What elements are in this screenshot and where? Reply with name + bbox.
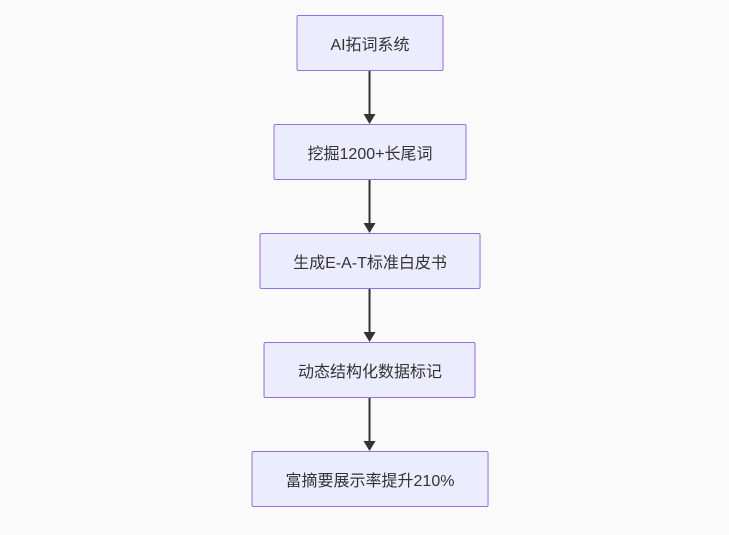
arrow-down-icon [364,332,376,342]
flow-node-label: 动态结构化数据标记 [297,364,442,381]
flow-node-ai-keyword-system: AI拓词系统 [296,15,444,71]
flow-arrow-3 [363,289,377,342]
flow-node-rich-snippet-result: 富摘要展示率提升210% [251,451,489,507]
arrow-line [369,71,371,115]
flowchart: AI拓词系统 挖掘1200+长尾词 生成E-A-T标准白皮书 动态结构化数据标记… [251,15,489,507]
flow-arrow-4 [363,398,377,451]
flow-node-structured-data: 动态结构化数据标记 [263,342,476,398]
arrow-line [369,289,371,333]
flow-node-eat-whitepaper: 生成E-A-T标准白皮书 [259,233,481,289]
arrow-down-icon [364,441,376,451]
flow-node-longtail-mining: 挖掘1200+长尾词 [273,124,467,180]
flow-arrow-1 [363,71,377,124]
flow-node-label: AI拓词系统 [330,37,410,54]
arrow-line [369,180,371,224]
flow-node-label: 富摘要展示率提升210% [285,473,455,490]
arrow-line [369,398,371,442]
flow-arrow-2 [363,180,377,233]
flow-node-label: 生成E-A-T标准白皮书 [293,255,447,272]
flow-node-label: 挖掘1200+长尾词 [307,146,433,163]
arrow-down-icon [364,223,376,233]
arrow-down-icon [364,114,376,124]
